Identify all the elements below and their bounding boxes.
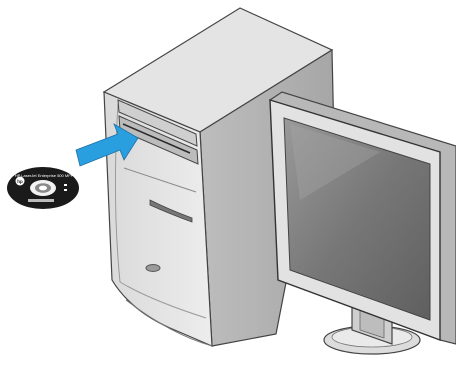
disc-title: HP LaserJet Enterprise 500 MFP [15,173,74,178]
cd-disc-icon: hp HP LaserJet Enterprise 500 MFP [7,167,79,209]
disc-brand-logo: hp [17,179,23,184]
monitor [270,92,456,354]
